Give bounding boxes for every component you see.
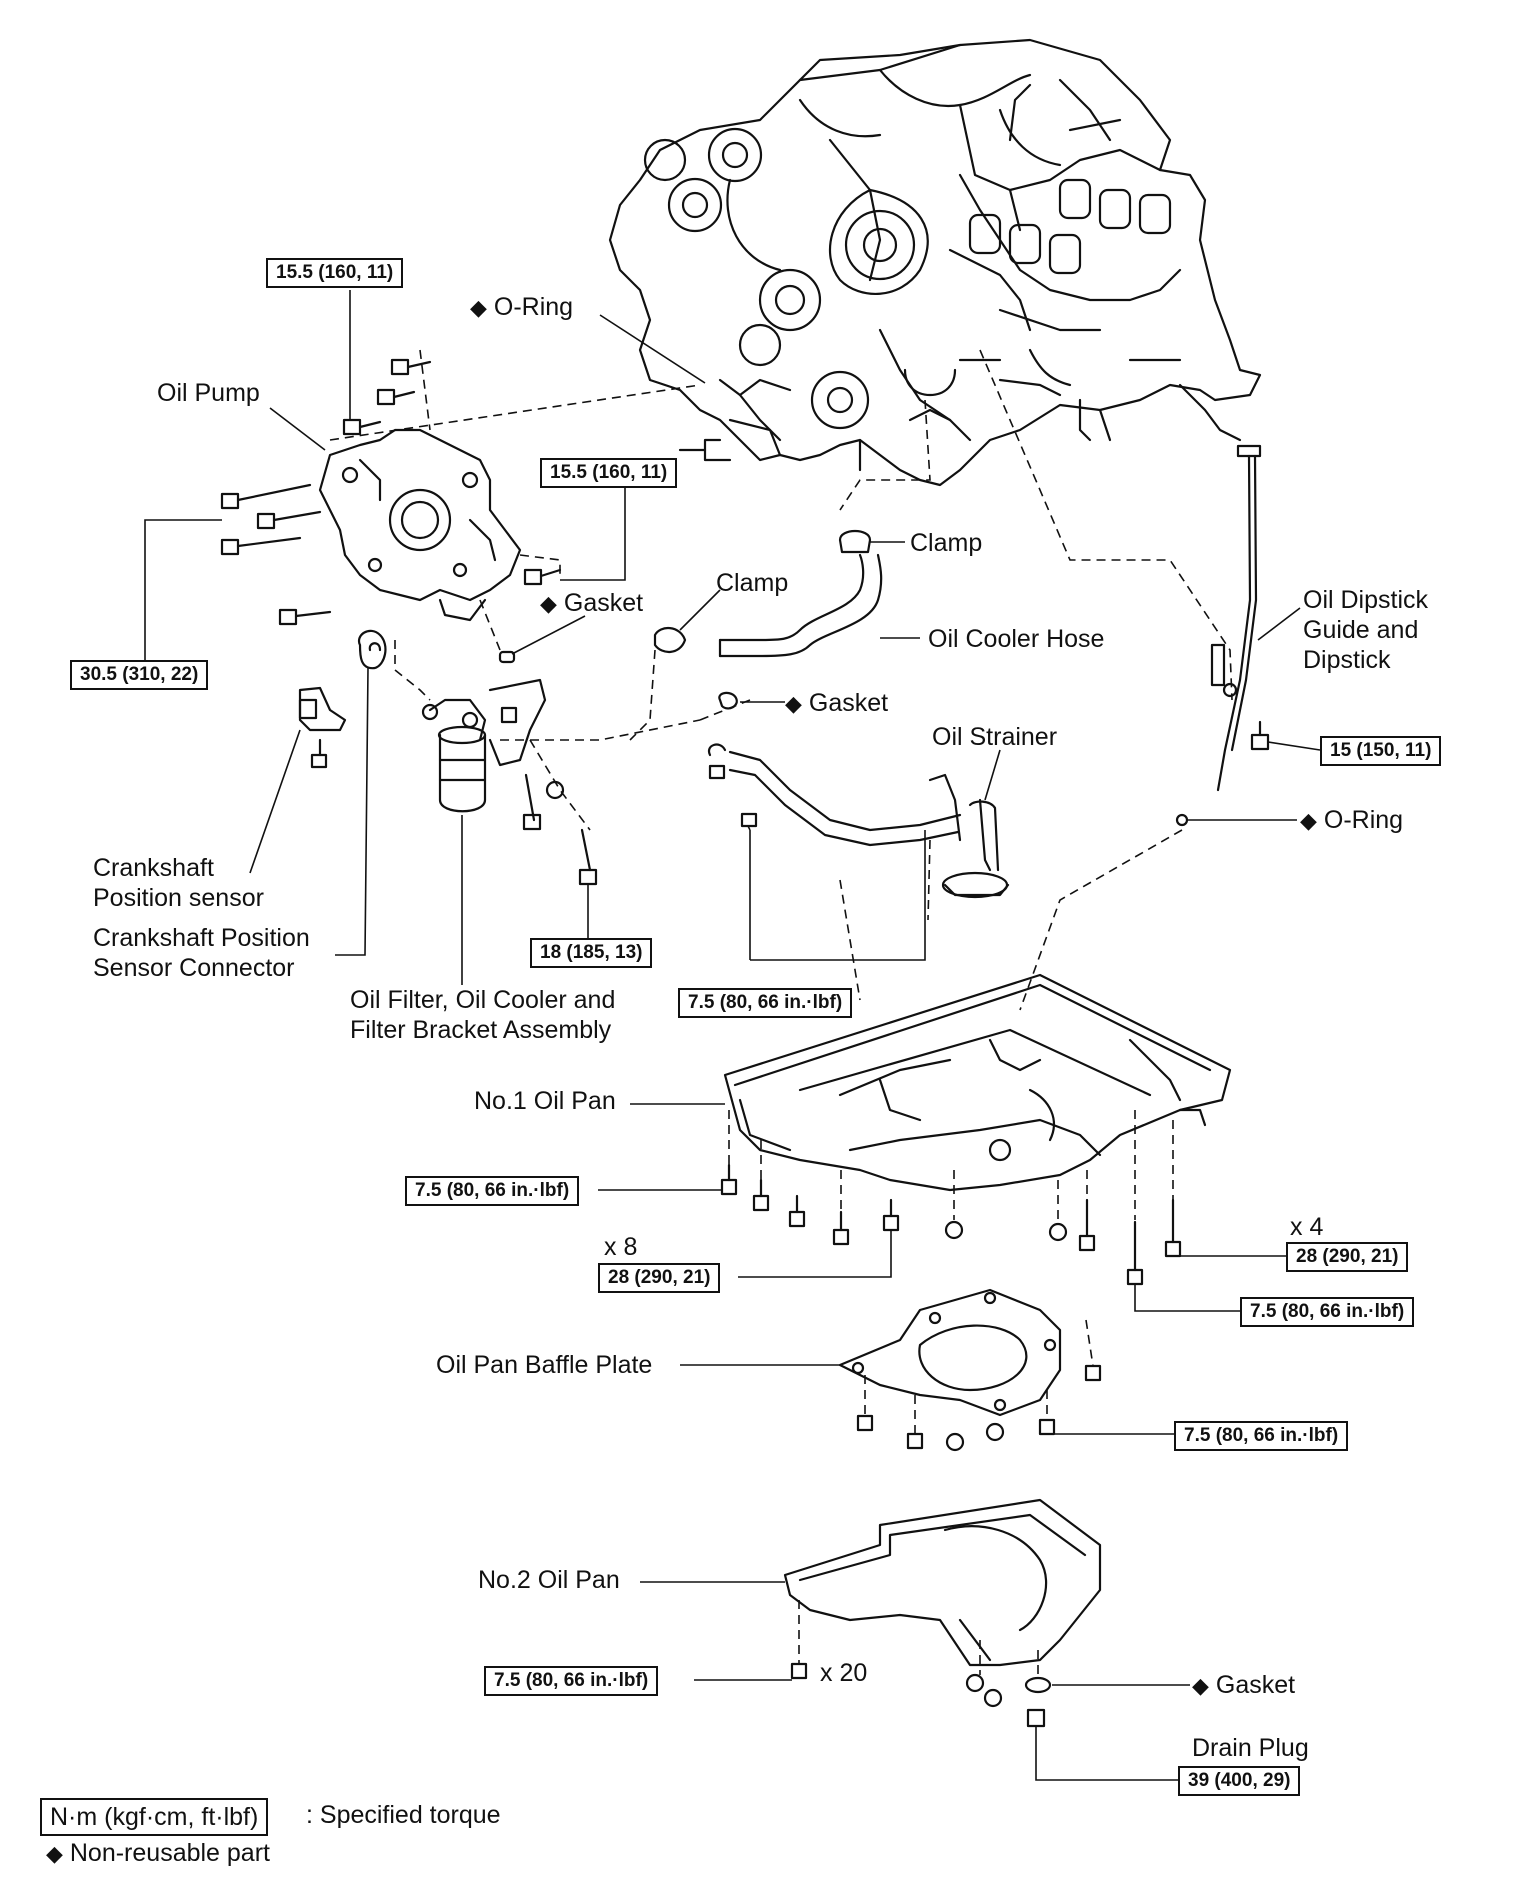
leader-oring-top bbox=[599, 314, 706, 384]
crank-connector-line-1: Crankshaft Position bbox=[93, 924, 310, 952]
torque-pan1-x4: 28 (290, 21) bbox=[1286, 1242, 1409, 1272]
gasket-pump bbox=[498, 650, 516, 664]
dipstick-line-2: Guide and bbox=[1303, 616, 1419, 644]
leader-sensor bbox=[249, 729, 301, 874]
torque-pan1-right: 7.5 (80, 66 in.·lbf) bbox=[1240, 1297, 1415, 1327]
torque-pan1-left: 7.5 (80, 66 in.·lbf) bbox=[405, 1176, 580, 1206]
clamp-upper bbox=[838, 529, 872, 554]
no1-pan-bolts bbox=[720, 1163, 1182, 1286]
crank-sensor-line-1: Crankshaft bbox=[93, 854, 214, 882]
label-gasket-pump: ◆ Gasket bbox=[540, 588, 643, 619]
label-no1-oil-pan: No.1 Oil Pan bbox=[474, 1087, 616, 1115]
label-crankshaft-sensor: Crankshaft Position sensor bbox=[93, 853, 264, 913]
label-drain-plug: Drain Plug bbox=[1192, 1734, 1309, 1762]
nonreusable-marker: ◆ bbox=[46, 1841, 63, 1866]
label-x8: x 8 bbox=[604, 1233, 638, 1261]
label-oil-cooler-hose: Oil Cooler Hose bbox=[928, 625, 1105, 653]
torque-strainer: 7.5 (80, 66 in.·lbf) bbox=[678, 988, 853, 1018]
oil-filter-assembly bbox=[421, 678, 547, 813]
label-no2-oil-pan: No.2 Oil Pan bbox=[478, 1566, 620, 1594]
label-oil-dipstick: Oil Dipstick Guide and Dipstick bbox=[1303, 585, 1428, 675]
dipstick-line-3: Dipstick bbox=[1303, 646, 1391, 674]
gasket-drain-text: Gasket bbox=[1215, 1671, 1296, 1699]
torque-pump-top: 15.5 (160, 11) bbox=[266, 258, 404, 288]
oil-strainer bbox=[707, 691, 1010, 899]
leader-dipstick-torque bbox=[1267, 741, 1321, 751]
crankshaft-sensor bbox=[298, 686, 347, 769]
oil-dipstick bbox=[1175, 444, 1270, 827]
leader-oil-pump bbox=[269, 407, 326, 451]
no1-oil-pan bbox=[723, 973, 1232, 1192]
leader-clamp-lower bbox=[679, 589, 721, 631]
oil-pump bbox=[318, 428, 522, 622]
label-crankshaft-connector: Crankshaft Position Sensor Connector bbox=[93, 923, 310, 983]
label-clamp-upper: Clamp bbox=[910, 529, 983, 557]
engine-block bbox=[608, 38, 1262, 487]
leader-pan1-x8 bbox=[738, 1230, 892, 1278]
label-o-ring-pan: ◆ O-Ring bbox=[1300, 805, 1403, 836]
oil-filter-line-1: Oil Filter, Oil Cooler and bbox=[350, 986, 616, 1014]
torque-pump-side: 15.5 (160, 11) bbox=[540, 458, 678, 488]
gasket-strainer-text: Gasket bbox=[808, 689, 889, 717]
nonreusable-marker: ◆ bbox=[1192, 1673, 1209, 1698]
label-oil-strainer: Oil Strainer bbox=[932, 723, 1058, 751]
nonreusable-marker: ◆ bbox=[470, 295, 487, 320]
torque-dipstick: 15 (150, 11) bbox=[1320, 736, 1442, 766]
oil-cooler-hose bbox=[718, 553, 883, 658]
torque-drain: 39 (400, 29) bbox=[1178, 1766, 1301, 1796]
nonreusable-marker: ◆ bbox=[540, 591, 557, 616]
legend-torque-desc: : Specified torque bbox=[306, 1801, 501, 1829]
label-o-ring-top: ◆ O-Ring bbox=[470, 292, 573, 323]
label-x4: x 4 bbox=[1290, 1213, 1324, 1241]
label-oil-filter: Oil Filter, Oil Cooler and Filter Bracke… bbox=[350, 985, 615, 1045]
torque-pan1-x8: 28 (290, 21) bbox=[598, 1263, 721, 1293]
crank-connector-line-2: Sensor Connector bbox=[93, 954, 295, 982]
dipstick-line-1: Oil Dipstick bbox=[1303, 586, 1429, 614]
pump-bolts bbox=[220, 358, 562, 626]
label-x20: x 20 bbox=[820, 1659, 868, 1687]
label-baffle-plate: Oil Pan Baffle Plate bbox=[436, 1351, 653, 1379]
label-gasket-drain: ◆ Gasket bbox=[1192, 1670, 1295, 1701]
no2-oil-pan bbox=[783, 1498, 1102, 1728]
nonreusable-marker: ◆ bbox=[785, 691, 802, 716]
legend-torque-unit: N·m (kgf·cm, ft·lbf) bbox=[40, 1798, 269, 1836]
torque-baffle: 7.5 (80, 66 in.·lbf) bbox=[1174, 1421, 1349, 1451]
leader-gasket-pump bbox=[511, 615, 586, 655]
leader-connector bbox=[335, 667, 369, 956]
leader-strainer bbox=[984, 749, 1001, 801]
filter-bolts bbox=[522, 773, 598, 886]
leader-drain-plug bbox=[1035, 1726, 1178, 1781]
leader-pan1-right bbox=[1134, 1284, 1240, 1312]
legend-nonreusable: ◆ Non-reusable part bbox=[46, 1838, 270, 1869]
o-ring-pan-text: O-Ring bbox=[1323, 806, 1404, 834]
label-clamp-lower: Clamp bbox=[716, 569, 789, 597]
leader-pump-left bbox=[144, 519, 222, 660]
torque-filter-bolt: 18 (185, 13) bbox=[530, 938, 653, 968]
torque-pump-left: 30.5 (310, 22) bbox=[70, 660, 209, 690]
leader-pump-side bbox=[560, 485, 626, 581]
crank-sensor-line-2: Position sensor bbox=[93, 884, 264, 912]
label-oil-pump: Oil Pump bbox=[157, 379, 260, 407]
baffle-plate bbox=[838, 1288, 1102, 1452]
leader-dipstick bbox=[1257, 607, 1301, 641]
leader-strainer-torque bbox=[747, 825, 926, 961]
clamp-lower bbox=[653, 627, 687, 653]
gasket-pump-text: Gasket bbox=[563, 589, 644, 617]
o-ring-top-text: O-Ring bbox=[493, 293, 574, 321]
label-gasket-strainer: ◆ Gasket bbox=[785, 688, 888, 719]
nonreusable-marker: ◆ bbox=[1300, 808, 1317, 833]
sensor-connector bbox=[357, 629, 387, 670]
oil-filter-line-2: Filter Bracket Assembly bbox=[350, 1016, 612, 1044]
torque-pan2: 7.5 (80, 66 in.·lbf) bbox=[484, 1666, 659, 1696]
legend-nonreusable-text: Non-reusable part bbox=[69, 1839, 270, 1867]
